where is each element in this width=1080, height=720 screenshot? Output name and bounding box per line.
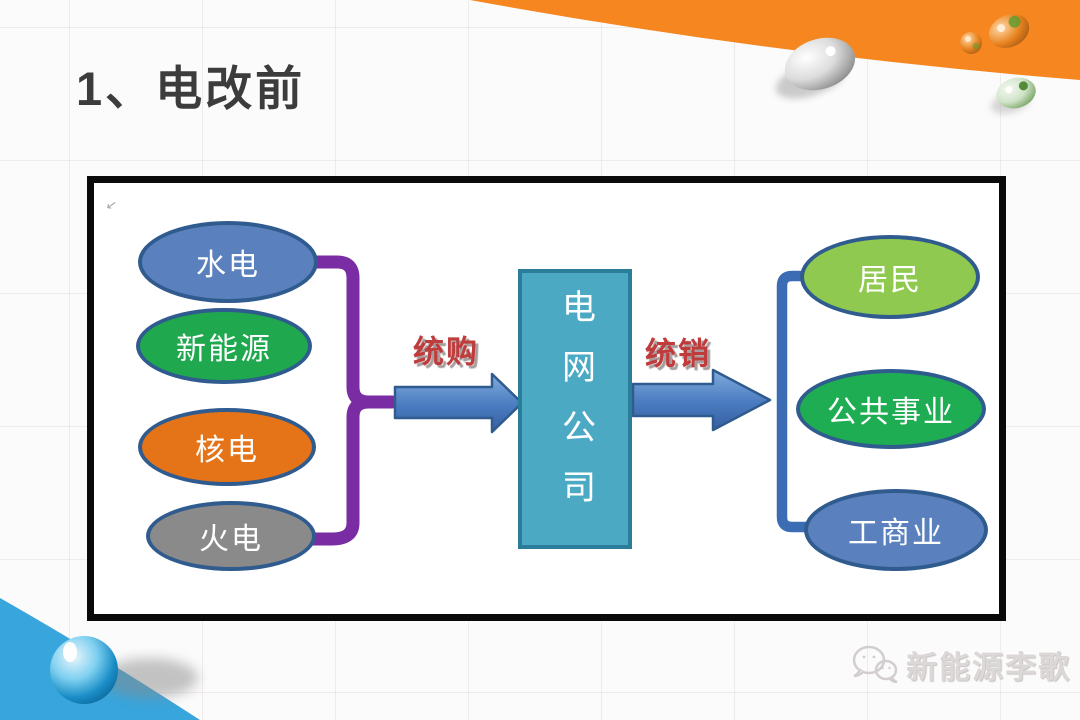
node-label: 居民 (858, 264, 922, 297)
right-bracket (776, 270, 812, 533)
node-public-utility: 公共事业 (796, 369, 986, 449)
purchase-arrow (393, 372, 524, 434)
blue-swoosh-decoration (0, 598, 200, 720)
sale-arrow (631, 368, 772, 432)
diagram-frame: ↙ 水电 新能源 (87, 176, 1006, 621)
flow-purchase-label: 统购 (413, 334, 479, 370)
node-label: 水电 (196, 249, 260, 282)
node-hydro: 水电 (138, 221, 318, 303)
node-residents: 居民 (800, 235, 980, 319)
watermark: 新能源李歌 (848, 638, 1071, 690)
node-label: 新能源 (176, 333, 272, 366)
node-label: 工商业 (848, 517, 944, 550)
node-label: 火电 (199, 523, 263, 556)
water-droplet-icon (990, 77, 1036, 114)
water-droplet-icon (775, 37, 856, 99)
page-title: 1、电改前 (76, 62, 306, 115)
left-bracket (307, 255, 399, 546)
water-droplet-icon (960, 32, 982, 54)
node-label: 公共事业 (827, 396, 955, 429)
water-droplet-icon (988, 13, 1030, 49)
watermark-text: 新能源李歌 (906, 649, 1071, 685)
orange-swoosh-decoration (470, 0, 1080, 114)
node-industry-commerce: 工商业 (804, 489, 988, 571)
diagram-connectors (307, 255, 812, 546)
node-nuclear: 核电 (138, 408, 316, 486)
node-label: 电网公司 (556, 289, 594, 529)
node-label: 核电 (195, 434, 259, 467)
node-thermal: 火电 (146, 501, 316, 571)
node-new-energy: 新能源 (136, 308, 312, 384)
water-droplet-icon (50, 636, 198, 704)
node-grid-company: 电网公司 (518, 269, 632, 549)
wechat-icon (852, 645, 898, 684)
flow-sale-label: 统销 (645, 336, 711, 372)
